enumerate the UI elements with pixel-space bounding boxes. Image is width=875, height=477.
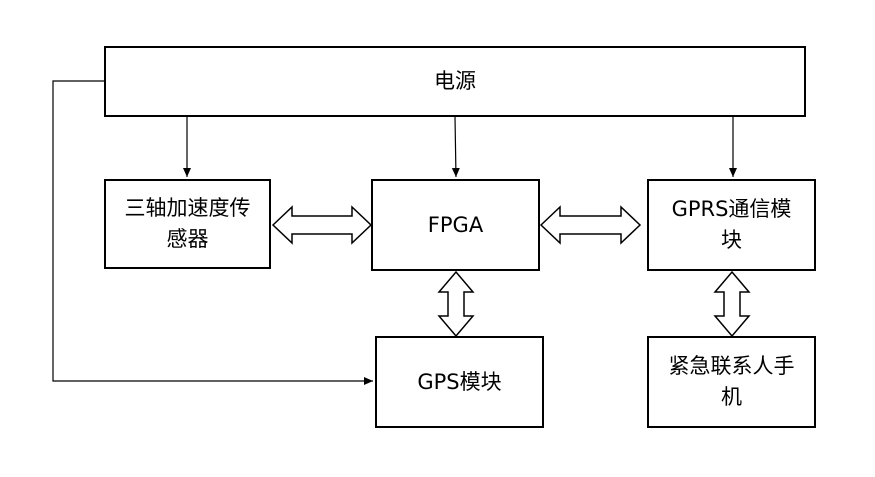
node-phone: 紧急联系人手机 (647, 336, 816, 428)
edge-power-to-gps (52, 80, 373, 385)
node-accelerometer: 三轴加速度传感器 (104, 179, 271, 269)
node-phone-label: 紧急联系人手机 (668, 354, 795, 409)
node-accelerometer-label: 三轴加速度传感器 (124, 196, 251, 251)
node-gprs: GPRS通信模块 (647, 179, 816, 271)
node-gps: GPS模块 (375, 336, 544, 428)
edge-fpga-gprs (539, 205, 642, 245)
edge-power-to-fpga (451, 116, 460, 178)
edge-gprs-phone (713, 270, 751, 338)
edge-accelerometer-fpga (271, 205, 373, 245)
node-power-label: 电源 (434, 69, 476, 93)
node-power: 电源 (104, 46, 806, 117)
node-gprs-label: GPRS通信模块 (671, 197, 792, 252)
edge-fpga-gps (437, 270, 475, 338)
node-fpga: FPGA (371, 179, 540, 271)
node-gps-label: GPS模块 (417, 369, 502, 394)
node-fpga-label: FPGA (427, 212, 484, 237)
